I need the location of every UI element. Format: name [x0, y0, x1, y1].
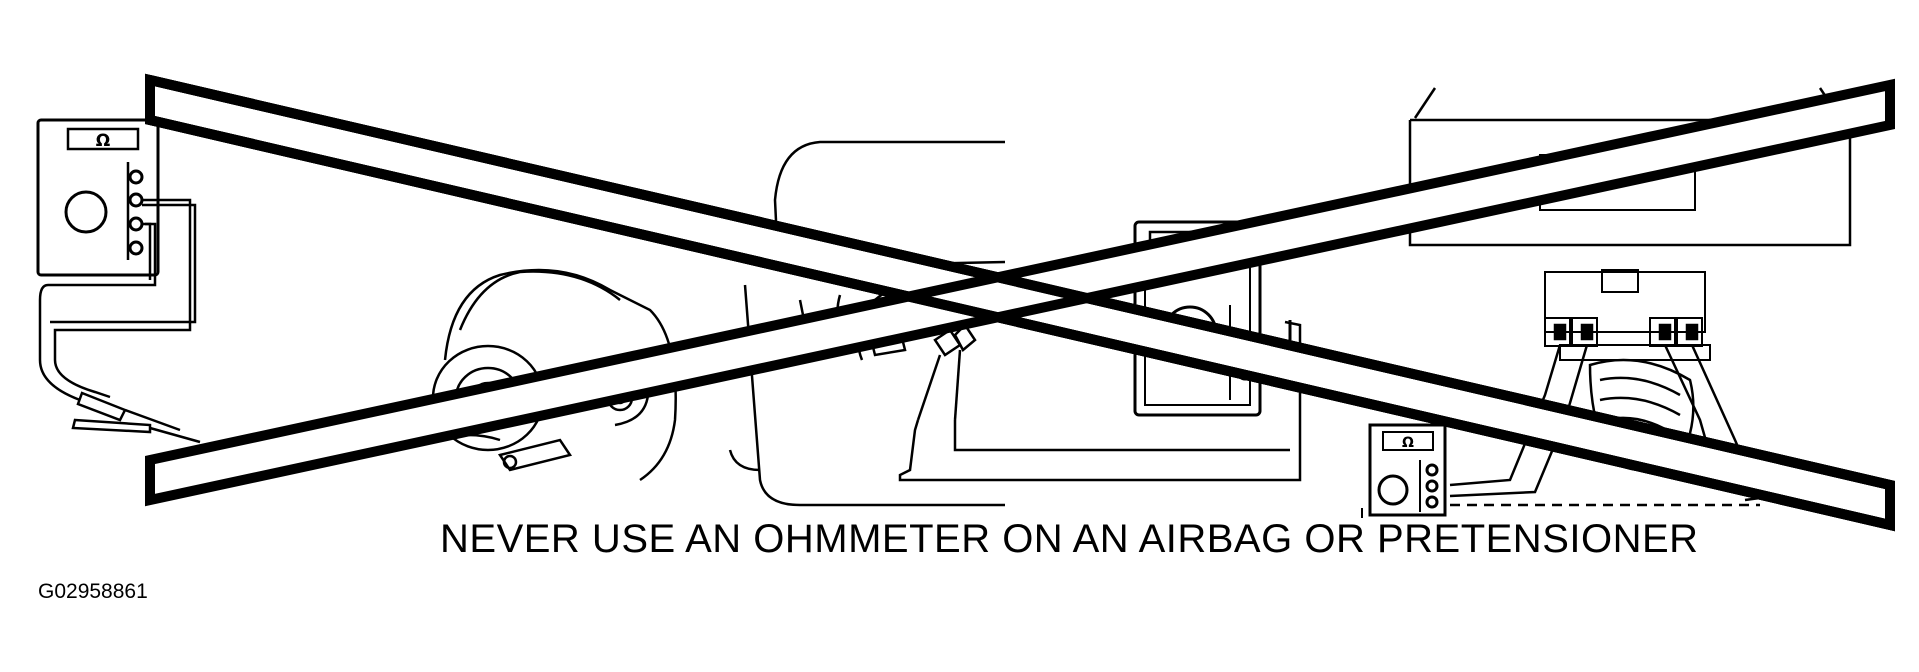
prohibition-cross: [145, 73, 1895, 532]
ohm-symbol-right: Ω: [1402, 435, 1414, 451]
figure-id: G02958861: [38, 580, 148, 603]
ohmmeter-left: Ω: [36, 118, 160, 277]
ohm-symbol-left: Ω: [96, 131, 110, 151]
ohmmeter-right: Ω: [1361, 423, 1447, 518]
probe-leads-left: [38, 198, 201, 444]
warning-caption: NEVER USE AN OHMMETER ON AN AIRBAG OR PR…: [440, 517, 1699, 561]
prohibition-cross-outline: [145, 73, 1895, 532]
